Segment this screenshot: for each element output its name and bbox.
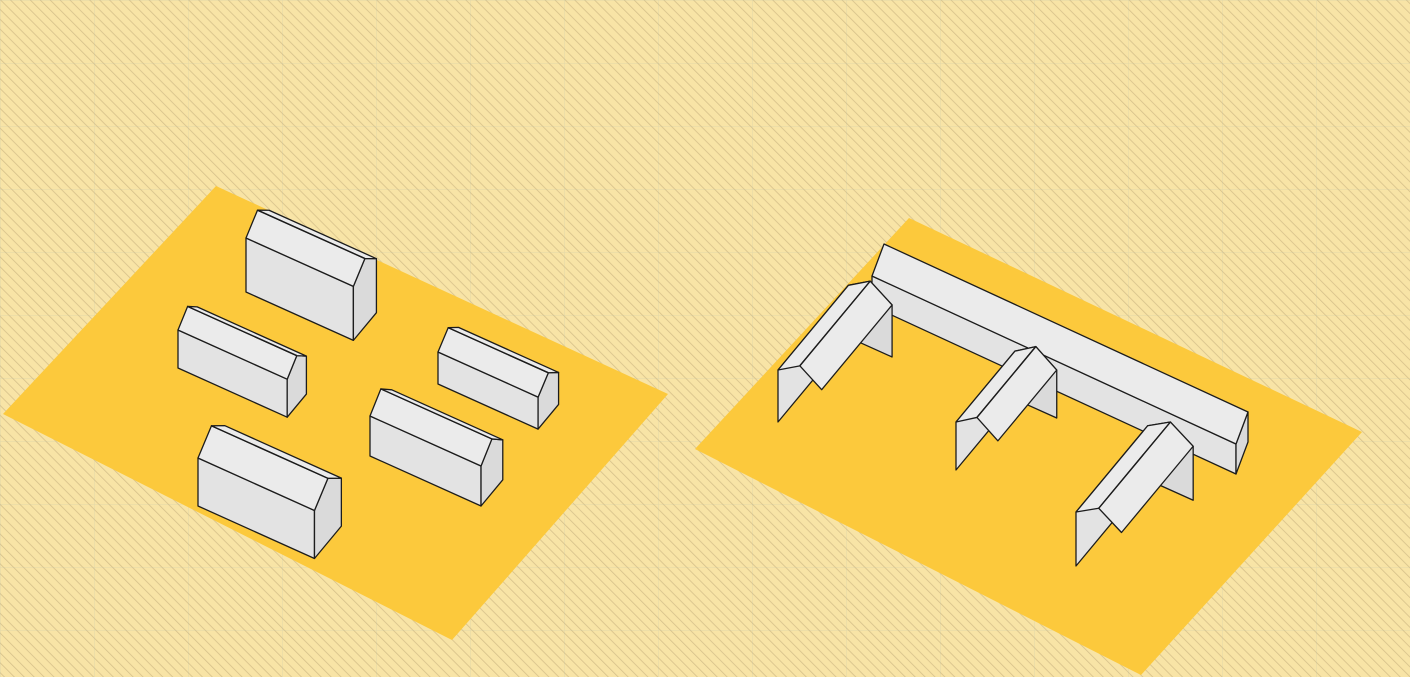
site-ground-left	[3, 186, 668, 640]
buildings-left	[177, 209, 560, 560]
building-west	[177, 305, 308, 418]
building-north	[245, 209, 378, 342]
building-middle-wing	[955, 345, 1058, 471]
building-long-bar-roof	[871, 243, 1249, 445]
building-center-ridge-line	[380, 388, 493, 440]
building-west-wing	[777, 280, 893, 423]
building-east	[437, 326, 560, 430]
building-south-ridge-line	[211, 425, 329, 479]
building-east-wing	[1075, 421, 1194, 567]
building-west-ridge-line	[187, 305, 298, 357]
building-east-ridge-line	[447, 327, 549, 374]
building-center	[369, 388, 504, 507]
building-south	[197, 425, 343, 560]
site-plan-dispersed	[3, 186, 668, 640]
building-middle-wing-ridge-line	[976, 346, 1037, 418]
building-north-ridge-line	[257, 209, 366, 260]
buildings-right	[777, 243, 1249, 567]
building-west-wing-ridge-line	[799, 280, 871, 367]
building-east-wing-ridge-line	[1098, 421, 1171, 509]
